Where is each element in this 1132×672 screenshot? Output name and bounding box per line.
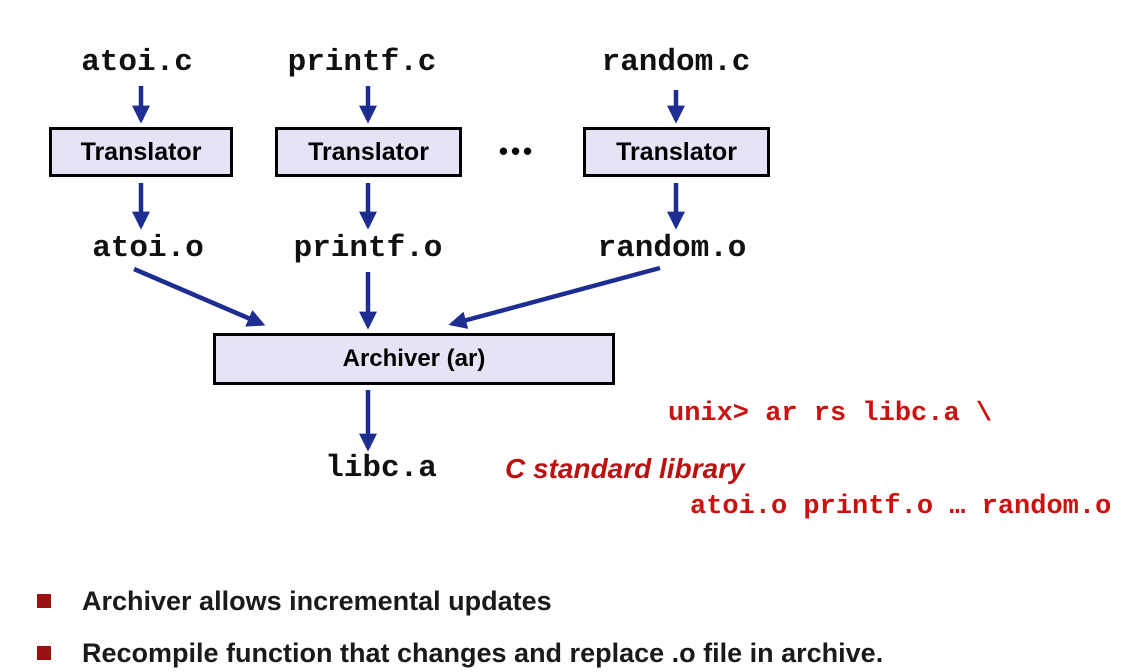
unix-command: unix> ar rs libc.a \ atoi.o printf.o … r… <box>668 337 1111 585</box>
c-standard-library-caption: C standard library <box>505 453 745 484</box>
bullet-square-icon <box>37 594 51 608</box>
translator-box-3: Translator <box>583 127 770 177</box>
bullet-item-2-text: Recompile function that changes and repl… <box>82 638 884 668</box>
bullet-item-1-text: Archiver allows incremental updates <box>82 586 552 616</box>
object-file-label-random-o: random.o <box>597 231 747 266</box>
source-file-label-random-c: random.c <box>601 45 751 80</box>
unix-command-line2: atoi.o printf.o … random.o <box>690 492 1112 522</box>
output-file-label-libc-a: libc.a <box>325 451 437 486</box>
arrow-atoi-o-to-archiver <box>133 266 266 327</box>
object-file-label-printf-o: printf.o <box>293 231 443 266</box>
translator-box-2-label: Translator <box>308 137 429 166</box>
unix-command-line1: unix> ar rs libc.a \ <box>668 399 993 429</box>
bullet-square-icon <box>37 646 51 660</box>
bullet-item-2: Recompile function that changes and repl… <box>37 638 883 668</box>
arrow-random-o-to-archiver <box>448 265 661 329</box>
source-file-label-atoi-c: atoi.c <box>81 45 193 80</box>
translator-box-3-label: Translator <box>616 137 737 166</box>
translator-box-2: Translator <box>275 127 462 177</box>
translator-box-1-label: Translator <box>80 137 202 166</box>
object-file-label-atoi-o: atoi.o <box>92 231 204 266</box>
source-file-label-printf-c: printf.c <box>287 45 437 80</box>
archiver-box-label: Archiver (ar) <box>342 345 486 372</box>
bullet-item-1: Archiver allows incremental updates <box>37 586 552 616</box>
ellipsis-dots: ••• <box>498 136 536 166</box>
translator-box-1: Translator <box>49 127 233 177</box>
archiver-box: Archiver (ar) <box>213 333 615 385</box>
